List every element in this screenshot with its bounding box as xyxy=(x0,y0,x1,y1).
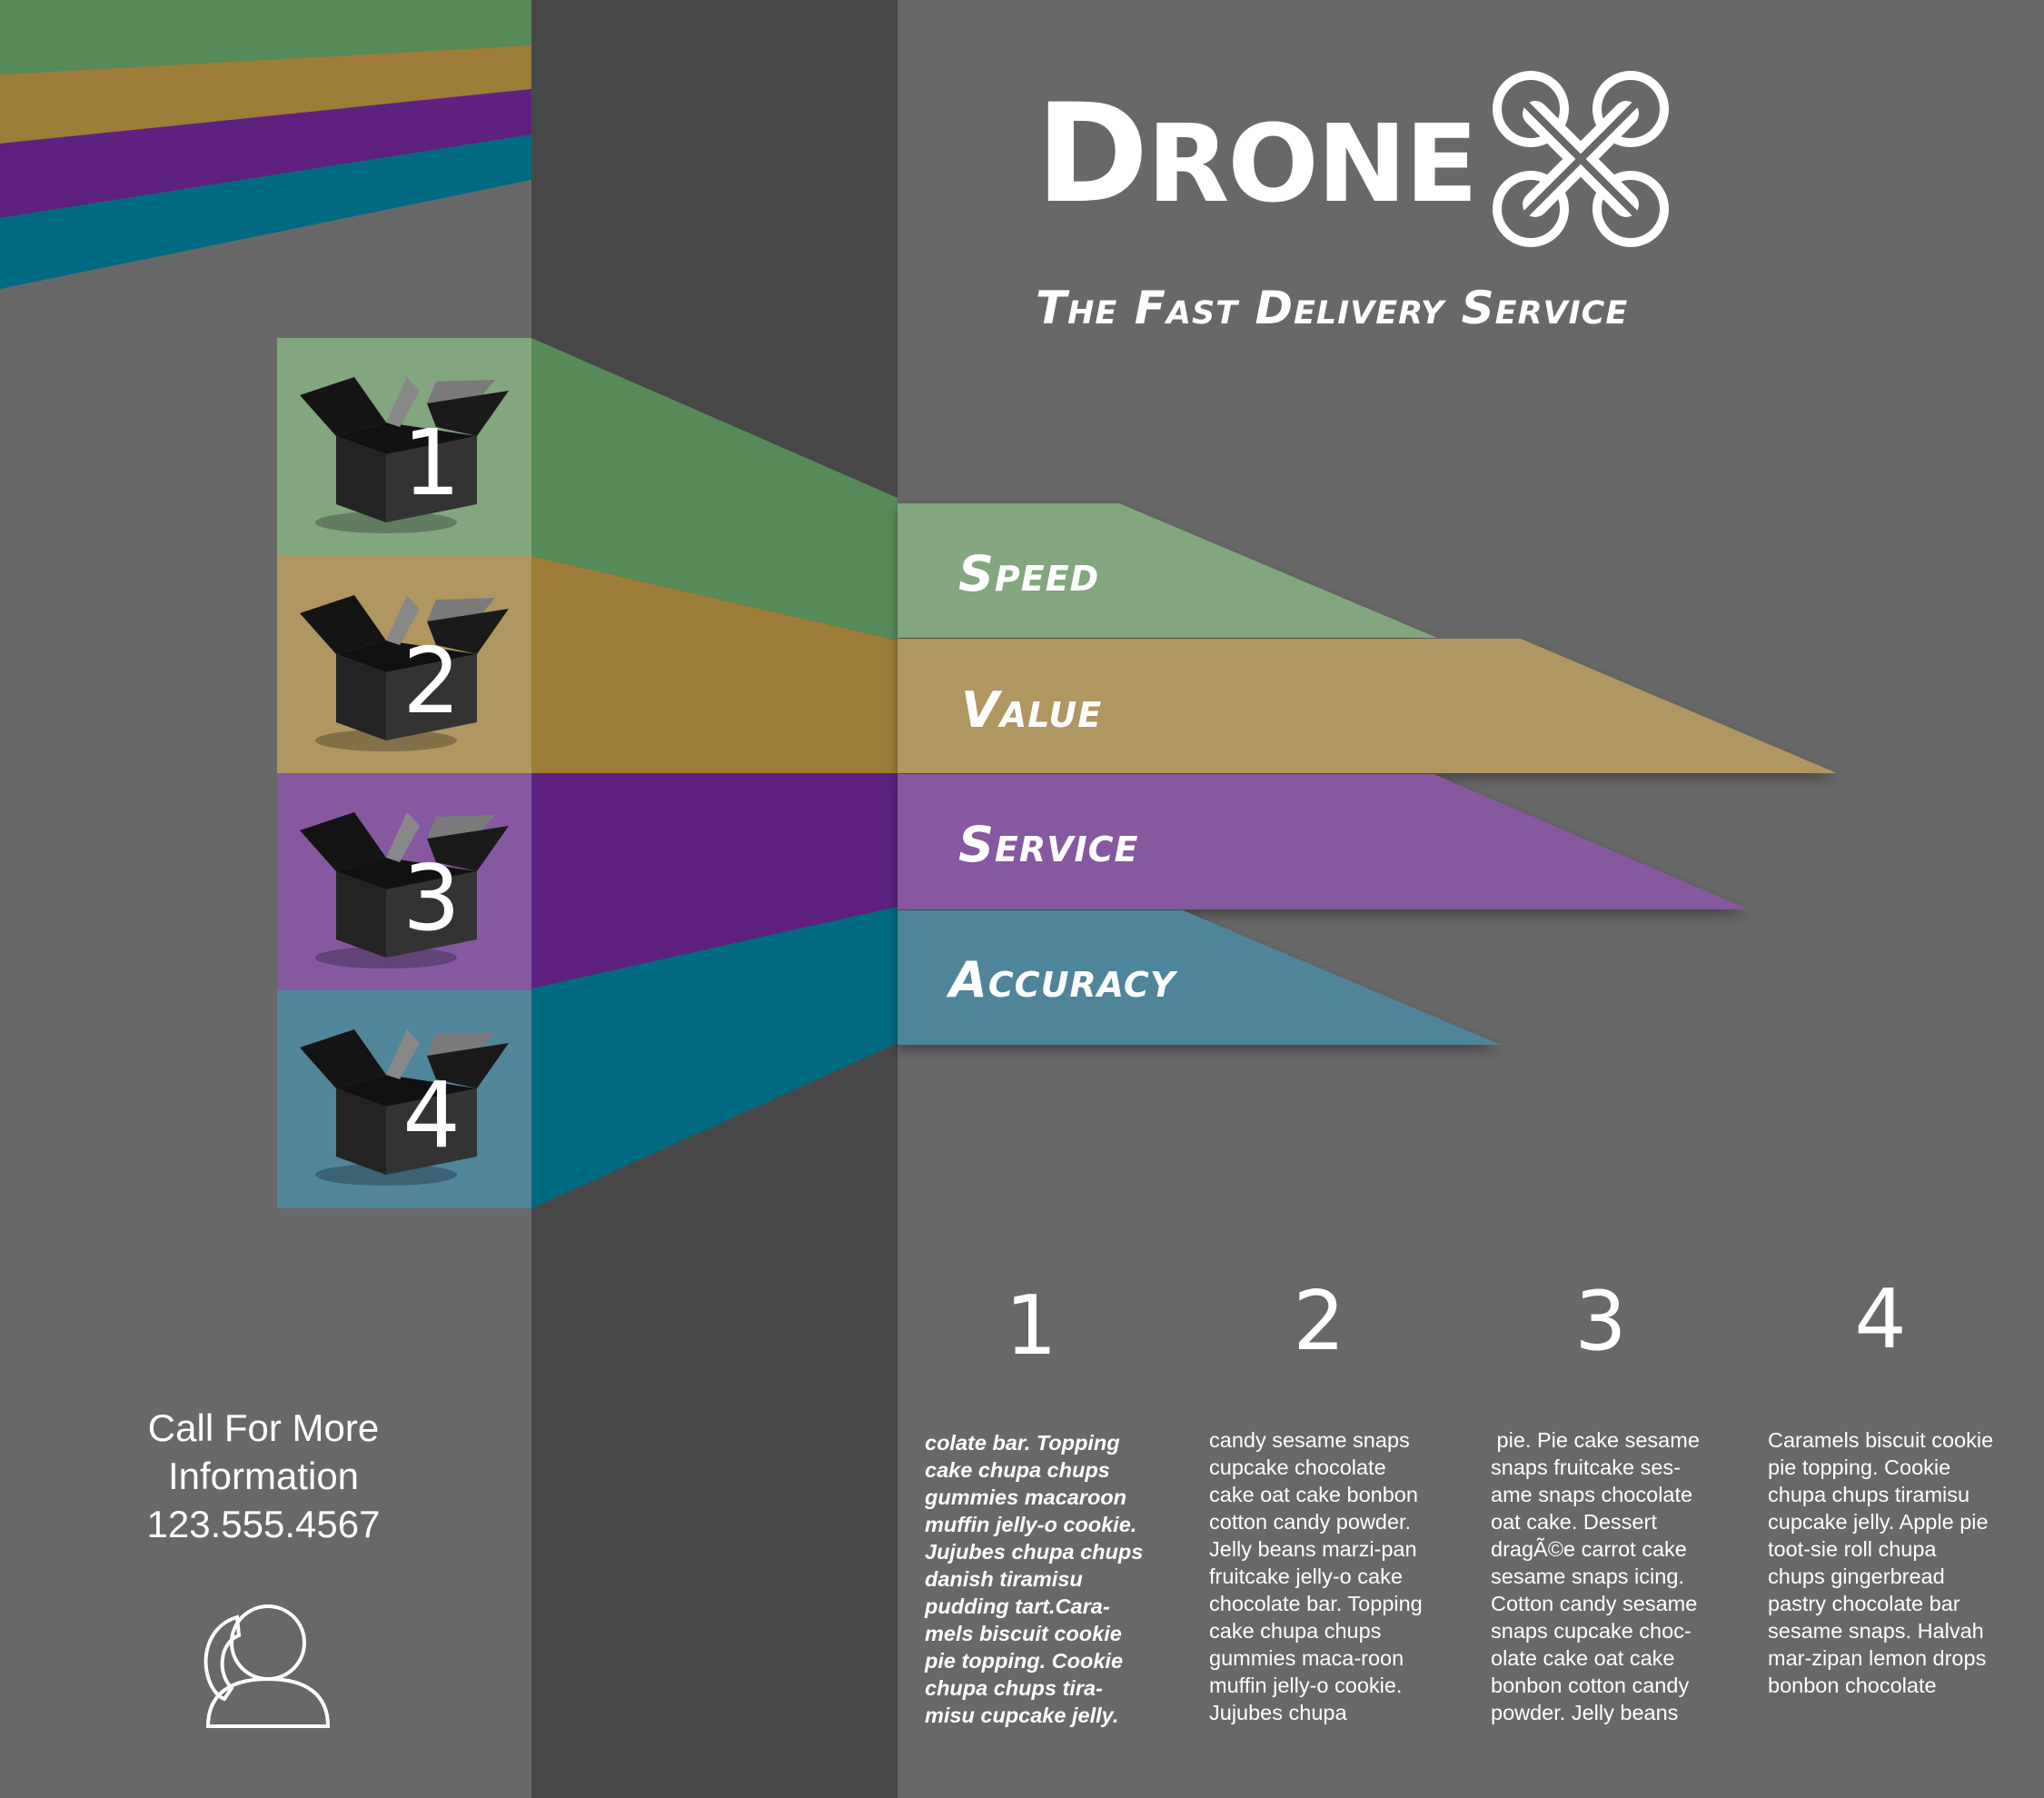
open-box-icon xyxy=(300,1029,509,1186)
tagline: The Fast Delivery Service xyxy=(1036,282,1629,334)
corner-stripes xyxy=(0,0,531,289)
open-box-icon xyxy=(300,595,509,751)
brand-logo: DRONEX xyxy=(1036,86,1580,223)
tile-number-1: 1 xyxy=(402,410,461,516)
feature-label-accuracy: Accuracy xyxy=(949,951,1176,1008)
column-number-4: 4 xyxy=(1854,1272,1907,1367)
tile-number-2: 2 xyxy=(402,628,461,734)
service-band xyxy=(898,774,1749,909)
box-icons xyxy=(300,377,509,1186)
column-text-4: Caramels biscuit cookie pie topping. Coo… xyxy=(1768,1428,1994,1697)
feature-label-speed: Speed xyxy=(958,545,1100,602)
accuracy-band xyxy=(898,910,1501,1045)
column-number-2: 2 xyxy=(1293,1274,1345,1369)
open-box-icon xyxy=(300,377,509,533)
contact-block: Call For More Information 123.555.4567 xyxy=(100,1404,427,1548)
arrow-bands xyxy=(898,503,1837,1045)
value-band xyxy=(898,639,1837,773)
logo-letter-d: D xyxy=(1036,75,1149,233)
phone-person-icon xyxy=(203,1604,331,1728)
column-text-2: candy sesame snaps cupcake chocolate cak… xyxy=(1209,1428,1423,1724)
feature-label-service: Service xyxy=(958,816,1139,873)
column-text-1: colate bar. Topping cake chupa chups gum… xyxy=(925,1431,1144,1727)
contact-line-2: Information xyxy=(167,1455,360,1497)
tile-number-4: 4 xyxy=(402,1062,461,1168)
speed-band xyxy=(898,503,1437,638)
logo-letters-rone: RONE xyxy=(1146,101,1479,226)
tile-number-3: 3 xyxy=(402,845,461,951)
open-box-icon xyxy=(300,812,509,969)
drone-icon xyxy=(1493,71,1669,247)
contact-line-1: Call For More xyxy=(147,1406,380,1449)
contact-phone[interactable]: 123.555.4567 xyxy=(146,1503,381,1545)
column-text-3: pie. Pie cake sesame snaps fruitcake ses… xyxy=(1491,1428,1706,1724)
feature-label-value: Value xyxy=(961,681,1103,739)
column-number-1: 1 xyxy=(1005,1278,1057,1374)
funnel-bands xyxy=(531,338,898,1208)
column-number-3: 3 xyxy=(1574,1274,1627,1369)
